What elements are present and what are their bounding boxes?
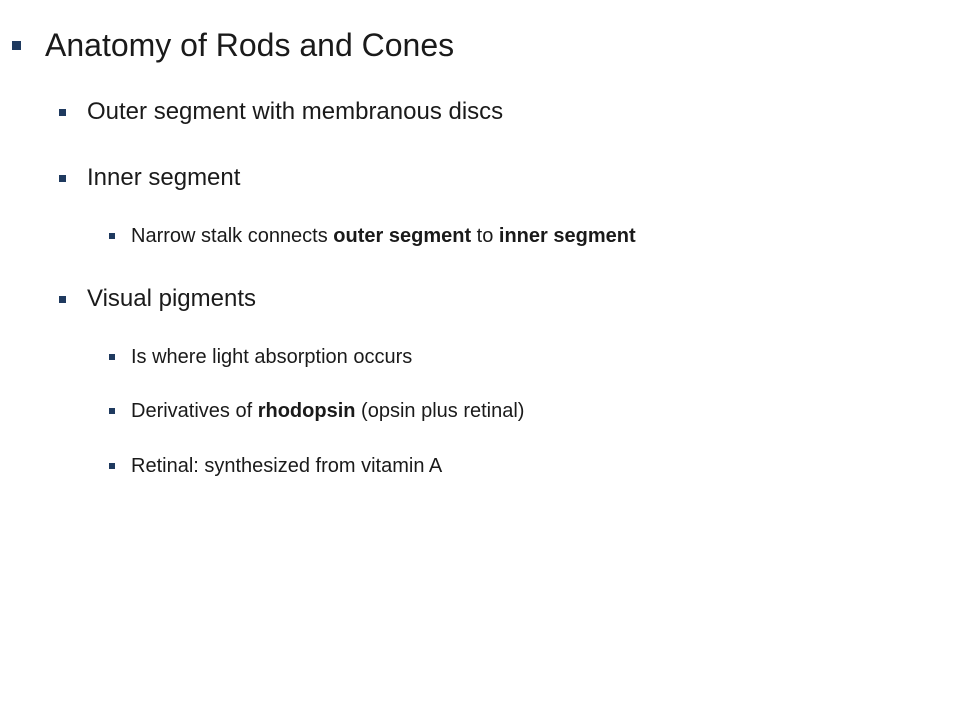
bullet-text: Derivatives of rhodopsin (opsin plus ret… — [131, 399, 525, 422]
square-bullet-icon — [109, 233, 115, 239]
bold-term: inner segment — [498, 224, 636, 247]
bullet-text: Visual pigments — [87, 285, 256, 312]
square-bullet-icon — [109, 354, 115, 360]
square-bullet-icon — [109, 408, 115, 414]
bullet-text: Outer segment with membranous discs — [87, 98, 504, 125]
square-bullet-icon — [12, 40, 21, 50]
bullet-text: Retinal: synthesized from vitamin A — [131, 454, 443, 477]
bullet-visual-pigments: Visual pigments — [59, 283, 256, 315]
bullet-inner-segment: Inner segment — [59, 162, 240, 194]
bold-term: outer segment — [333, 224, 472, 247]
square-bullet-icon — [59, 174, 66, 182]
sub-bullet-retinal: Retinal: synthesized from vitamin A — [109, 453, 442, 479]
bullet-text: Narrow stalk connects outer segment to i… — [131, 224, 636, 247]
slide-title: Anatomy of Rods and Cones — [45, 26, 455, 63]
slide-title-row: Anatomy of Rods and Cones — [12, 24, 454, 66]
sub-bullet-rhodopsin: Derivatives of rhodopsin (opsin plus ret… — [109, 398, 524, 424]
bullet-outer-segment: Outer segment with membranous discs — [59, 96, 503, 128]
bullet-text: Is where light absorption occurs — [131, 345, 413, 368]
bullet-text: Inner segment — [87, 164, 241, 191]
sub-bullet-narrow-stalk: Narrow stalk connects outer segment to i… — [109, 223, 636, 249]
square-bullet-icon — [109, 463, 115, 469]
sub-bullet-light-absorption: Is where light absorption occurs — [109, 344, 412, 370]
square-bullet-icon — [59, 295, 66, 303]
square-bullet-icon — [59, 108, 66, 116]
bold-term: rhodopsin — [257, 399, 356, 422]
